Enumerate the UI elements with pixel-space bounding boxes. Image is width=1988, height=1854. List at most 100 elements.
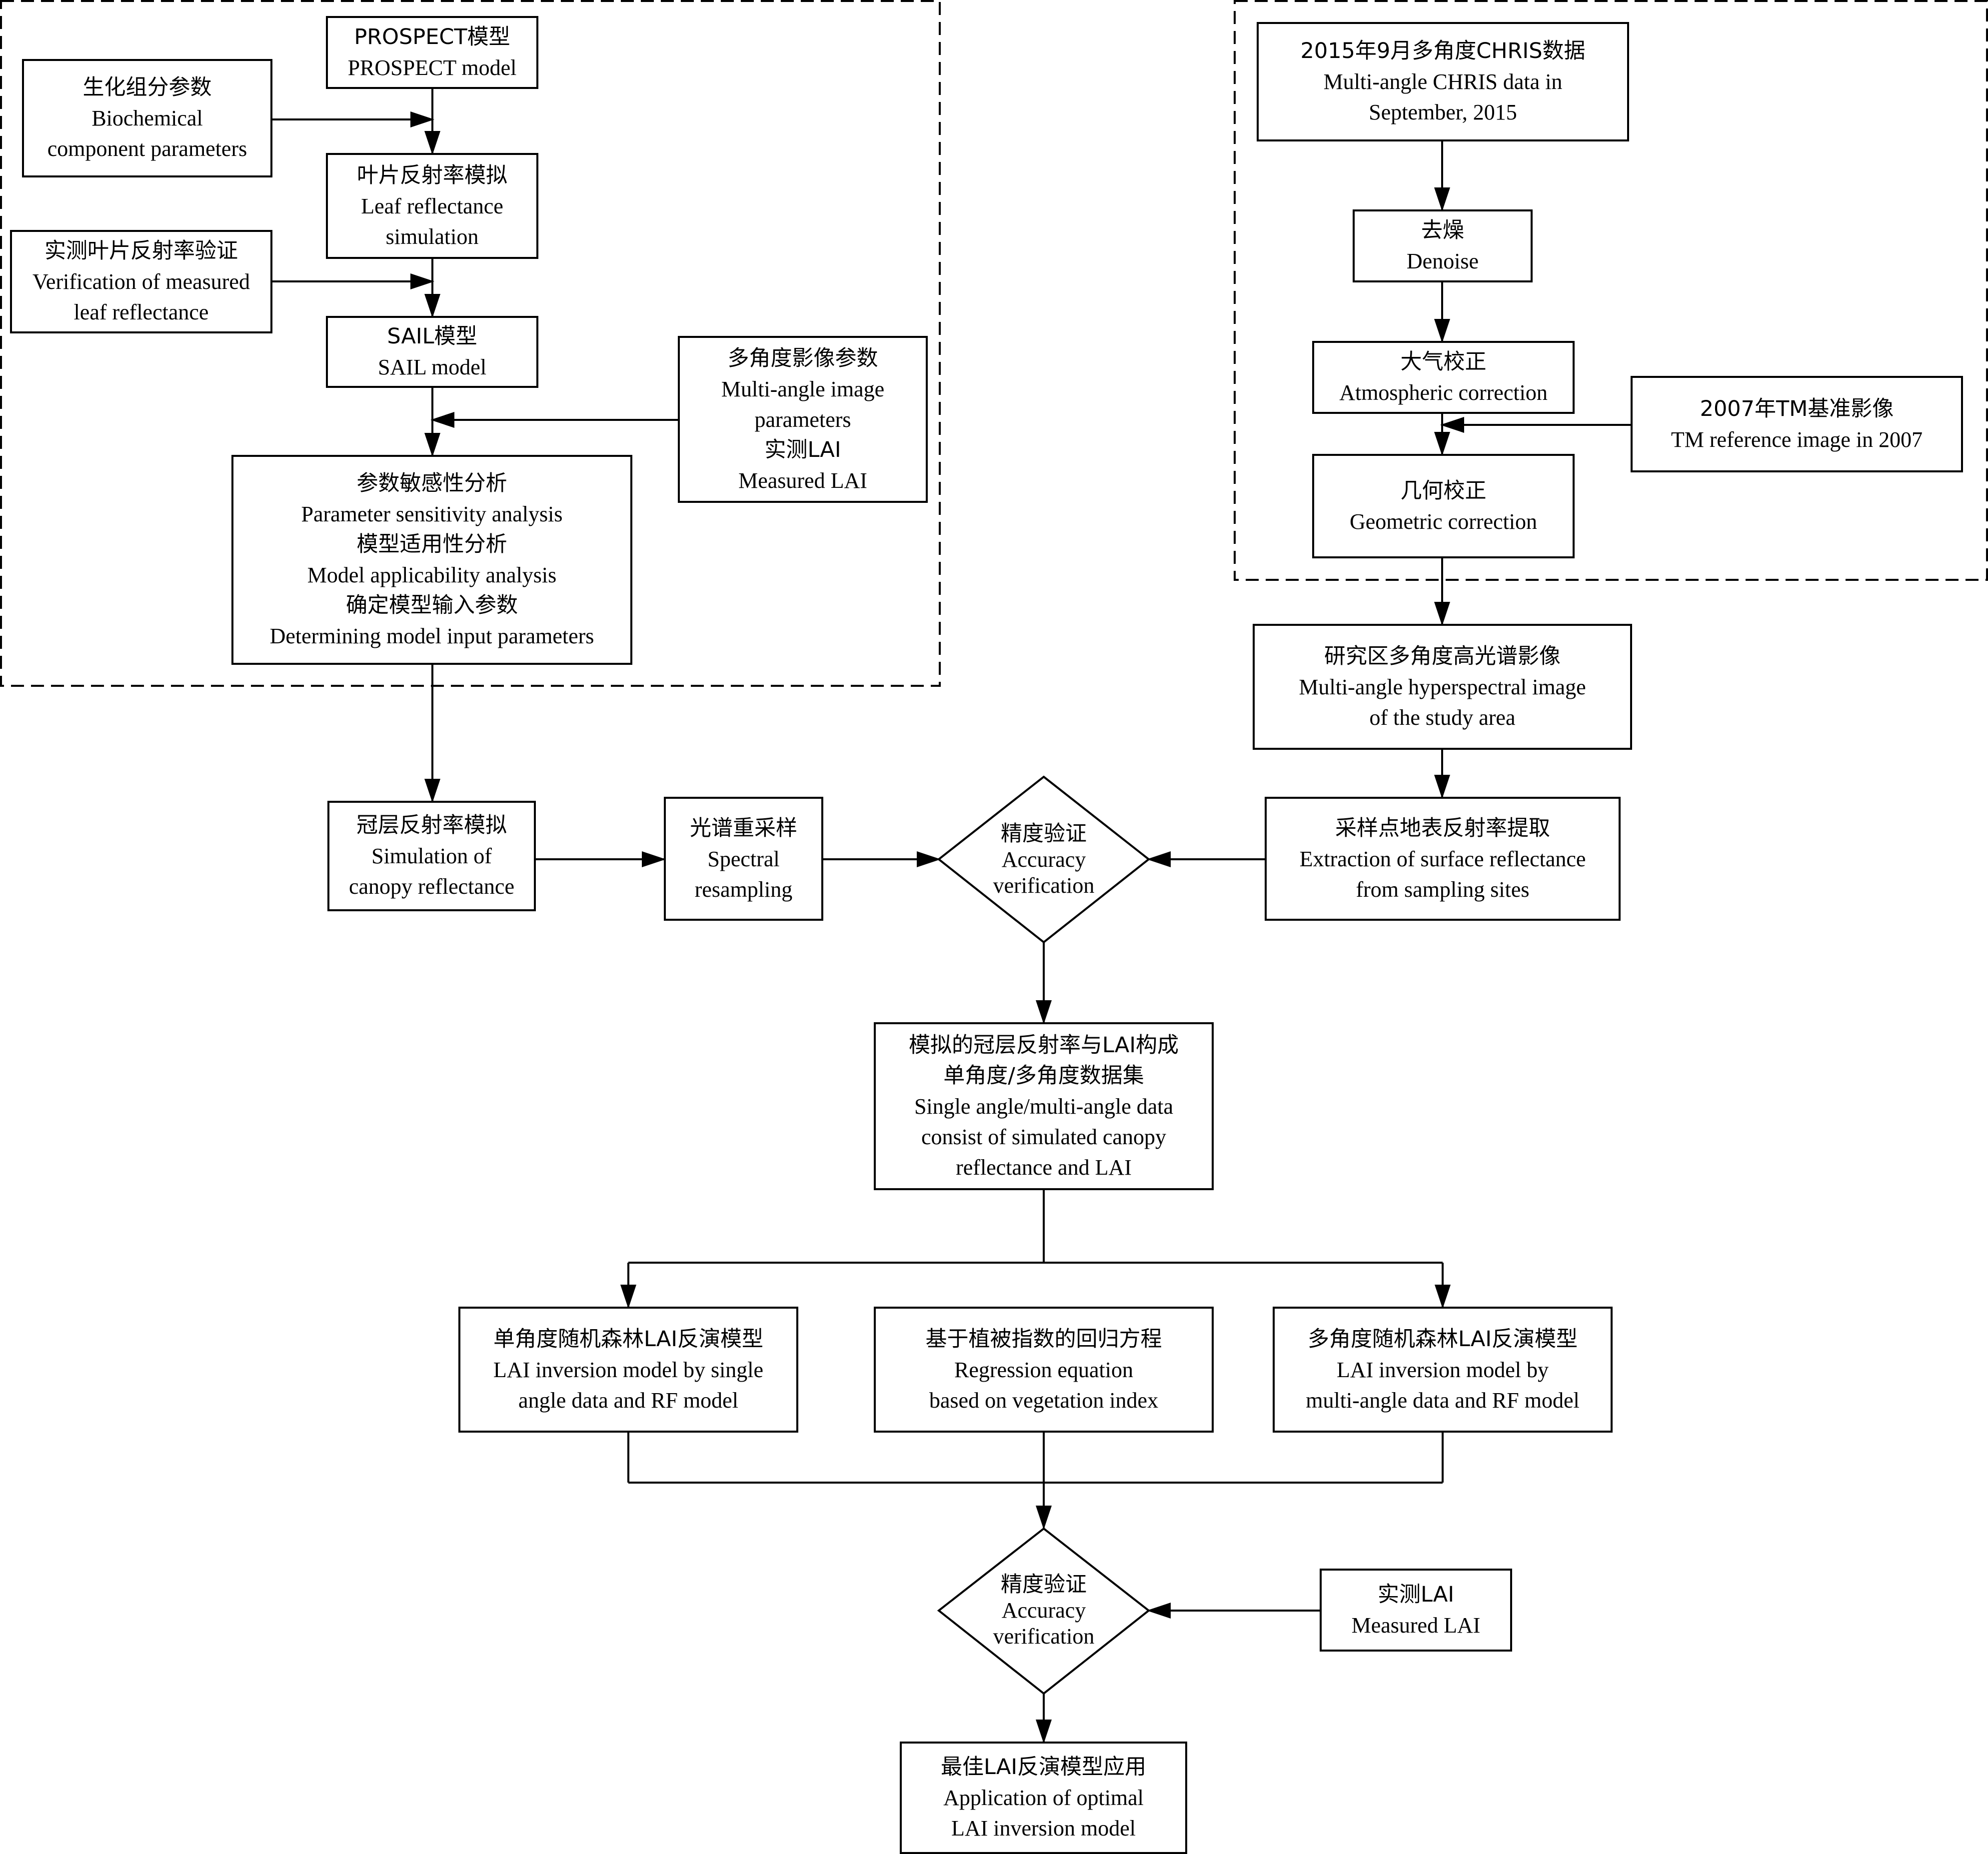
- optimal-model-box: 最佳LAI反演模型应用 Application of optimal LAI i…: [900, 1742, 1187, 1854]
- sensitivity-en-1: Parameter sensitivity analysis: [301, 502, 563, 526]
- atmos-en: Atmospheric correction: [1339, 380, 1548, 405]
- acc2-en-1: Accuracy: [1001, 1598, 1086, 1623]
- study-area-image-box: 研究区多角度高光谱影像 Multi-angle hyperspectral im…: [1253, 624, 1632, 750]
- prospect-model-box: PROSPECT模型 PROSPECT model: [326, 16, 538, 89]
- accuracy-diamond-1: [937, 775, 1151, 944]
- right-group-boundary: [1234, 0, 1988, 581]
- biochemical-params-box: 生化组分参数 Biochemical component parameters: [22, 59, 272, 177]
- leaf-verif-zh: 实测叶片反射率验证: [44, 238, 238, 263]
- biochem-zh: 生化组分参数: [82, 75, 212, 100]
- leaf-sim-en-2: simulation: [385, 224, 479, 249]
- geo-zh: 几何校正: [1400, 478, 1487, 503]
- chris-data-box: 2015年9月多角度CHRIS数据 Multi-angle CHRIS data…: [1257, 22, 1629, 141]
- dataset-en-3: reflectance and LAI: [956, 1155, 1132, 1180]
- spectral-resampling-box: 光谱重采样 Spectral resampling: [664, 797, 823, 921]
- dataset-box: 模拟的冠层反射率与LAI构成 单角度/多角度数据集 Single angle/m…: [874, 1022, 1214, 1190]
- resample-en-2: resampling: [694, 877, 793, 902]
- acc2-en-2: verification: [993, 1624, 1095, 1649]
- measured-lai-zh: 实测LAI: [1377, 1582, 1455, 1607]
- multi-param-zh-1: 多角度影像参数: [727, 345, 878, 371]
- multi-rf-en-2: multi-angle data and RF model: [1306, 1388, 1580, 1413]
- accuracy-diamond-2: [937, 1527, 1151, 1695]
- leaf-verif-en-1: Verification of measured: [32, 269, 250, 294]
- sensitivity-zh-3: 确定模型输入参数: [346, 593, 518, 618]
- study-img-en-1: Multi-angle hyperspectral image: [1299, 674, 1586, 699]
- left-group-boundary: [0, 0, 941, 687]
- multi-param-zh-2: 实测LAI: [764, 437, 841, 462]
- canopy-en-1: Simulation of: [371, 844, 492, 868]
- prospect-en: PROSPECT model: [347, 55, 517, 80]
- chris-zh: 2015年9月多角度CHRIS数据: [1300, 38, 1586, 63]
- single-rf-en-1: LAI inversion model by single: [493, 1357, 764, 1382]
- leaf-verif-en-2: leaf reflectance: [73, 300, 209, 324]
- extract-en-2: from sampling sites: [1356, 877, 1530, 902]
- surface-reflectance-extraction-box: 采样点地表反射率提取 Extraction of surface reflect…: [1265, 797, 1621, 921]
- prospect-zh: PROSPECT模型: [354, 24, 510, 49]
- extract-en-1: Extraction of surface reflectance: [1299, 846, 1586, 871]
- sail-en: SAIL model: [377, 355, 487, 379]
- dataset-en-2: consist of simulated canopy: [921, 1124, 1166, 1149]
- regression-en-2: based on vegetation index: [929, 1388, 1159, 1413]
- multi-angle-rf-box: 多角度随机森林LAI反演模型 LAI inversion model by mu…: [1273, 1307, 1613, 1433]
- optimal-zh: 最佳LAI反演模型应用: [940, 1755, 1147, 1780]
- denoise-zh: 去燥: [1421, 218, 1464, 243]
- chris-en-2: September, 2015: [1369, 100, 1517, 124]
- acc2-zh: 精度验证: [1001, 1572, 1087, 1597]
- acc1-en-1: Accuracy: [1001, 847, 1086, 872]
- multi-angle-params-box: 多角度影像参数 Multi-angle image parameters 实测L…: [678, 336, 928, 503]
- geo-en: Geometric correction: [1349, 509, 1538, 534]
- chris-en-1: Multi-angle CHRIS data in: [1323, 69, 1563, 94]
- sensitivity-en-3: Determining model input parameters: [269, 624, 594, 648]
- optimal-en-1: Application of optimal: [943, 1786, 1144, 1810]
- extract-zh: 采样点地表反射率提取: [1335, 815, 1550, 841]
- tm-ref-zh: 2007年TM基准影像: [1700, 396, 1894, 421]
- acc1-en-2: verification: [993, 873, 1095, 898]
- denoise-box: 去燥 Denoise: [1353, 209, 1533, 282]
- sensitivity-analysis-box: 参数敏感性分析 Parameter sensitivity analysis 模…: [231, 455, 632, 665]
- canopy-reflectance-sim-box: 冠层反射率模拟 Simulation of canopy reflectance: [327, 801, 536, 911]
- multi-param-en-3: Measured LAI: [738, 468, 867, 493]
- tm-ref-en: TM reference image in 2007: [1671, 427, 1923, 452]
- atmospheric-correction-box: 大气校正 Atmospheric correction: [1312, 341, 1575, 414]
- leaf-verification-box: 实测叶片反射率验证 Verification of measured leaf …: [10, 230, 272, 333]
- tm-reference-box: 2007年TM基准影像 TM reference image in 2007: [1631, 376, 1963, 472]
- sail-model-box: SAIL模型 SAIL model: [326, 316, 538, 388]
- sensitivity-zh-1: 参数敏感性分析: [356, 471, 507, 496]
- acc1-zh: 精度验证: [1001, 821, 1087, 846]
- canopy-en-2: canopy reflectance: [349, 874, 514, 899]
- study-img-en-2: of the study area: [1369, 705, 1516, 730]
- multi-rf-en-1: LAI inversion model by: [1336, 1357, 1549, 1382]
- dataset-zh-1: 模拟的冠层反射率与LAI构成: [908, 1032, 1179, 1058]
- resample-en-1: Spectral: [707, 846, 780, 871]
- sail-zh: SAIL模型: [387, 324, 477, 349]
- single-angle-rf-box: 单角度随机森林LAI反演模型 LAI inversion model by si…: [458, 1307, 798, 1433]
- leaf-sim-en-1: Leaf reflectance: [361, 193, 503, 218]
- measured-lai-box: 实测LAI Measured LAI: [1320, 1569, 1512, 1652]
- multi-param-en-1: Multi-angle image: [721, 376, 885, 401]
- atmos-zh: 大气校正: [1400, 349, 1487, 374]
- regression-equation-box: 基于植被指数的回归方程 Regression equation based on…: [874, 1307, 1214, 1433]
- resample-zh: 光谱重采样: [690, 815, 797, 841]
- sensitivity-en-2: Model applicability analysis: [307, 563, 557, 587]
- measured-lai-en: Measured LAI: [1351, 1613, 1481, 1638]
- canopy-zh: 冠层反射率模拟: [356, 813, 507, 838]
- geometric-correction-box: 几何校正 Geometric correction: [1312, 454, 1575, 558]
- multi-rf-zh: 多角度随机森林LAI反演模型: [1307, 1326, 1578, 1352]
- accuracy-verification-2-label: 精度验证 Accuracy verification: [950, 1561, 1138, 1661]
- regression-en-1: Regression equation: [954, 1357, 1134, 1382]
- single-rf-zh: 单角度随机森林LAI反演模型: [493, 1326, 764, 1352]
- leaf-sim-zh: 叶片反射率模拟: [357, 162, 507, 188]
- optimal-en-2: LAI inversion model: [951, 1816, 1136, 1841]
- accuracy-verification-1-label: 精度验证 Accuracy verification: [950, 810, 1138, 910]
- dataset-en-1: Single angle/multi-angle data: [914, 1094, 1174, 1119]
- denoise-en: Denoise: [1406, 249, 1479, 273]
- sensitivity-zh-2: 模型适用性分析: [356, 532, 507, 557]
- biochem-en-1: Biochemical: [91, 106, 203, 130]
- biochem-en-2: component parameters: [47, 136, 247, 161]
- dataset-zh-2: 单角度/多角度数据集: [943, 1063, 1144, 1088]
- leaf-reflectance-sim-box: 叶片反射率模拟 Leaf reflectance simulation: [326, 153, 538, 259]
- study-img-zh: 研究区多角度高光谱影像: [1324, 643, 1561, 669]
- regression-zh: 基于植被指数的回归方程: [925, 1326, 1162, 1352]
- multi-param-en-2: parameters: [754, 407, 851, 432]
